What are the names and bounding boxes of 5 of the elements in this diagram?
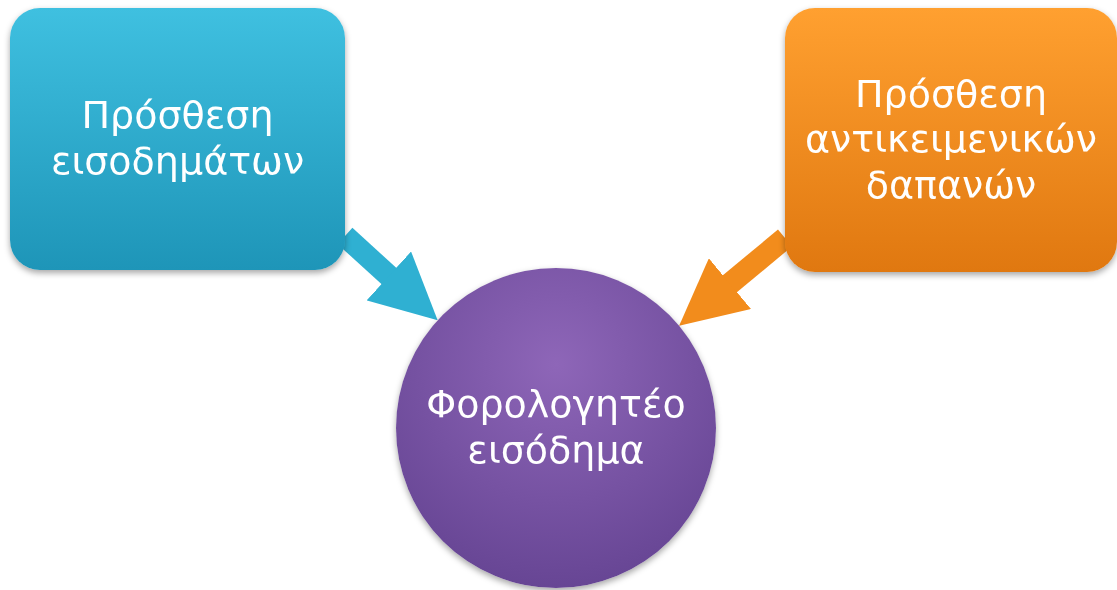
node-label: Πρόσθεση αντικειμενικών δαπανών (805, 71, 1098, 209)
node-label: Φορολογητέο εισόδημα (426, 382, 686, 474)
node-label: Πρόσθεση εισοδημάτων (49, 93, 306, 185)
rounded-box (10, 8, 345, 270)
rounded-box (785, 8, 1117, 272)
